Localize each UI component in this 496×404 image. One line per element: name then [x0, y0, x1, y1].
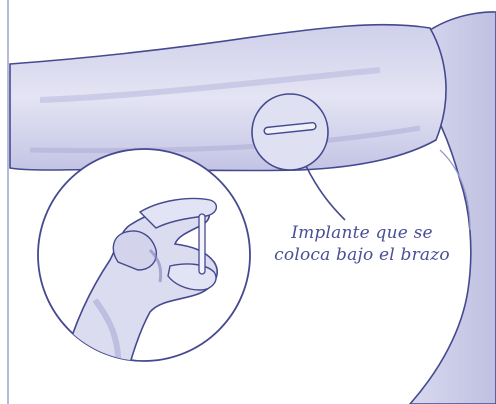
implant-caption: Implante que se coloca bajo el brazo: [262, 222, 462, 266]
caption-line-1: Implante que se: [262, 222, 462, 244]
pointer-line: [306, 166, 345, 220]
caption-line-2: coloca bajo el brazo: [262, 244, 462, 266]
